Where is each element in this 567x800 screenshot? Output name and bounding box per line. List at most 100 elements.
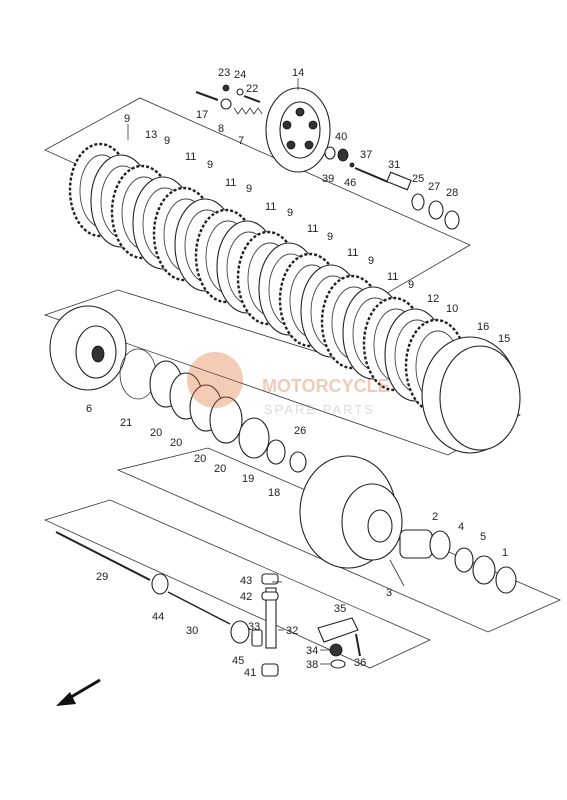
label-11: 11 xyxy=(185,151,196,163)
label-35: 35 xyxy=(334,603,346,615)
rod-end-44 xyxy=(151,573,169,595)
label-42: 42 xyxy=(240,591,252,603)
label-20: 20 xyxy=(150,427,162,439)
pin-22 xyxy=(243,95,261,103)
label-9: 9 xyxy=(124,113,130,125)
rod-37 xyxy=(354,167,389,183)
label-9: 9 xyxy=(327,231,333,243)
spring-washer-20d xyxy=(209,396,243,444)
label-21: 21 xyxy=(120,417,132,429)
washer-38 xyxy=(330,659,346,669)
label-20: 20 xyxy=(170,437,182,449)
label-30: 30 xyxy=(186,625,198,637)
label-17: 17 xyxy=(196,109,208,121)
watermark-brand: MOTORCYCLE xyxy=(262,376,390,396)
washer-24 xyxy=(236,88,244,96)
label-24: 24 xyxy=(234,69,246,81)
seal-45 xyxy=(230,620,250,644)
bolt-17 xyxy=(195,91,219,101)
nut-23 xyxy=(222,84,230,92)
label-31: 31 xyxy=(388,159,400,171)
shaft-32 xyxy=(265,587,277,649)
label-29: 29 xyxy=(96,571,108,583)
label-5: 5 xyxy=(480,531,486,543)
label-16: 16 xyxy=(477,321,489,333)
needle-bearing-2 xyxy=(429,530,451,560)
spring-bolt-set xyxy=(195,84,263,115)
label-22: 22 xyxy=(246,83,258,95)
label-26: 26 xyxy=(294,425,306,437)
label-7: 7 xyxy=(238,135,244,147)
release-parts xyxy=(55,531,361,677)
leader-lines xyxy=(127,78,405,665)
label-39: 39 xyxy=(322,173,334,185)
bushing-43 xyxy=(261,573,279,585)
ring-15 xyxy=(439,345,521,451)
label-12: 12 xyxy=(427,293,439,305)
label-11: 11 xyxy=(387,271,398,283)
push-rod-29 xyxy=(55,531,151,581)
label-11: 11 xyxy=(307,223,318,235)
boss-hole xyxy=(304,140,314,150)
washer-8 xyxy=(220,98,232,110)
washer-28 xyxy=(444,210,460,230)
watermark-logo-icon xyxy=(187,352,243,408)
label-28: 28 xyxy=(446,187,458,199)
label-11: 11 xyxy=(347,247,358,259)
label-40: 40 xyxy=(335,131,347,143)
watermark-sub: SPARE PARTS xyxy=(264,402,375,417)
seat-19 xyxy=(238,417,270,459)
label-32: 32 xyxy=(286,625,298,637)
label-3: 3 xyxy=(386,587,392,599)
boss-hole xyxy=(282,120,292,130)
label-14: 14 xyxy=(292,67,304,79)
pin-33 xyxy=(251,629,263,647)
bolt-36 xyxy=(355,633,361,657)
label-25: 25 xyxy=(412,173,424,185)
label-9: 9 xyxy=(368,255,374,267)
bushing-41 xyxy=(261,663,279,677)
watermark: MOTORCYCLE SPARE PARTS xyxy=(187,352,390,417)
label-8: 8 xyxy=(218,123,224,135)
hub-bore xyxy=(91,345,105,363)
part-labels: 9 13 9 11 9 11 9 11 9 11 9 11 9 11 9 12 … xyxy=(86,67,510,679)
label-18: 18 xyxy=(268,487,280,499)
housing-group-frame xyxy=(116,447,561,633)
lever-35 xyxy=(317,617,359,643)
label-36: 36 xyxy=(354,657,366,669)
boss-hole xyxy=(308,120,318,130)
label-43: 43 xyxy=(240,575,252,587)
label-37: 37 xyxy=(360,149,372,161)
label-1: 1 xyxy=(502,547,508,559)
hub-group-frame xyxy=(43,289,522,456)
label-13: 13 xyxy=(145,129,157,141)
washer-26 xyxy=(289,451,307,473)
label-20: 20 xyxy=(214,463,226,475)
label-33: 33 xyxy=(248,621,260,633)
label-2: 2 xyxy=(432,511,438,523)
boss-hole xyxy=(286,140,296,150)
label-15: 15 xyxy=(498,333,510,345)
bearing-25 xyxy=(411,193,425,211)
label-10: 10 xyxy=(446,303,458,315)
push-piece-31 xyxy=(386,171,412,191)
boss-hole xyxy=(295,107,305,117)
label-4: 4 xyxy=(458,521,464,533)
label-23: 23 xyxy=(218,67,230,79)
label-19: 19 xyxy=(242,473,254,485)
label-20: 20 xyxy=(194,453,206,465)
label-45: 45 xyxy=(232,655,244,667)
spacer-sleeve xyxy=(399,529,433,559)
label-41: 41 xyxy=(244,667,256,679)
arrow-front-left-icon xyxy=(56,678,101,706)
pressure-plate xyxy=(265,87,331,173)
release-group-frame xyxy=(43,499,431,669)
label-9: 9 xyxy=(207,159,213,171)
clutch-housing xyxy=(299,455,517,594)
label-9: 9 xyxy=(287,207,293,219)
label-44: 44 xyxy=(152,611,164,623)
label-9: 9 xyxy=(408,279,414,291)
spring-34 xyxy=(329,643,343,657)
label-38: 38 xyxy=(306,659,318,671)
